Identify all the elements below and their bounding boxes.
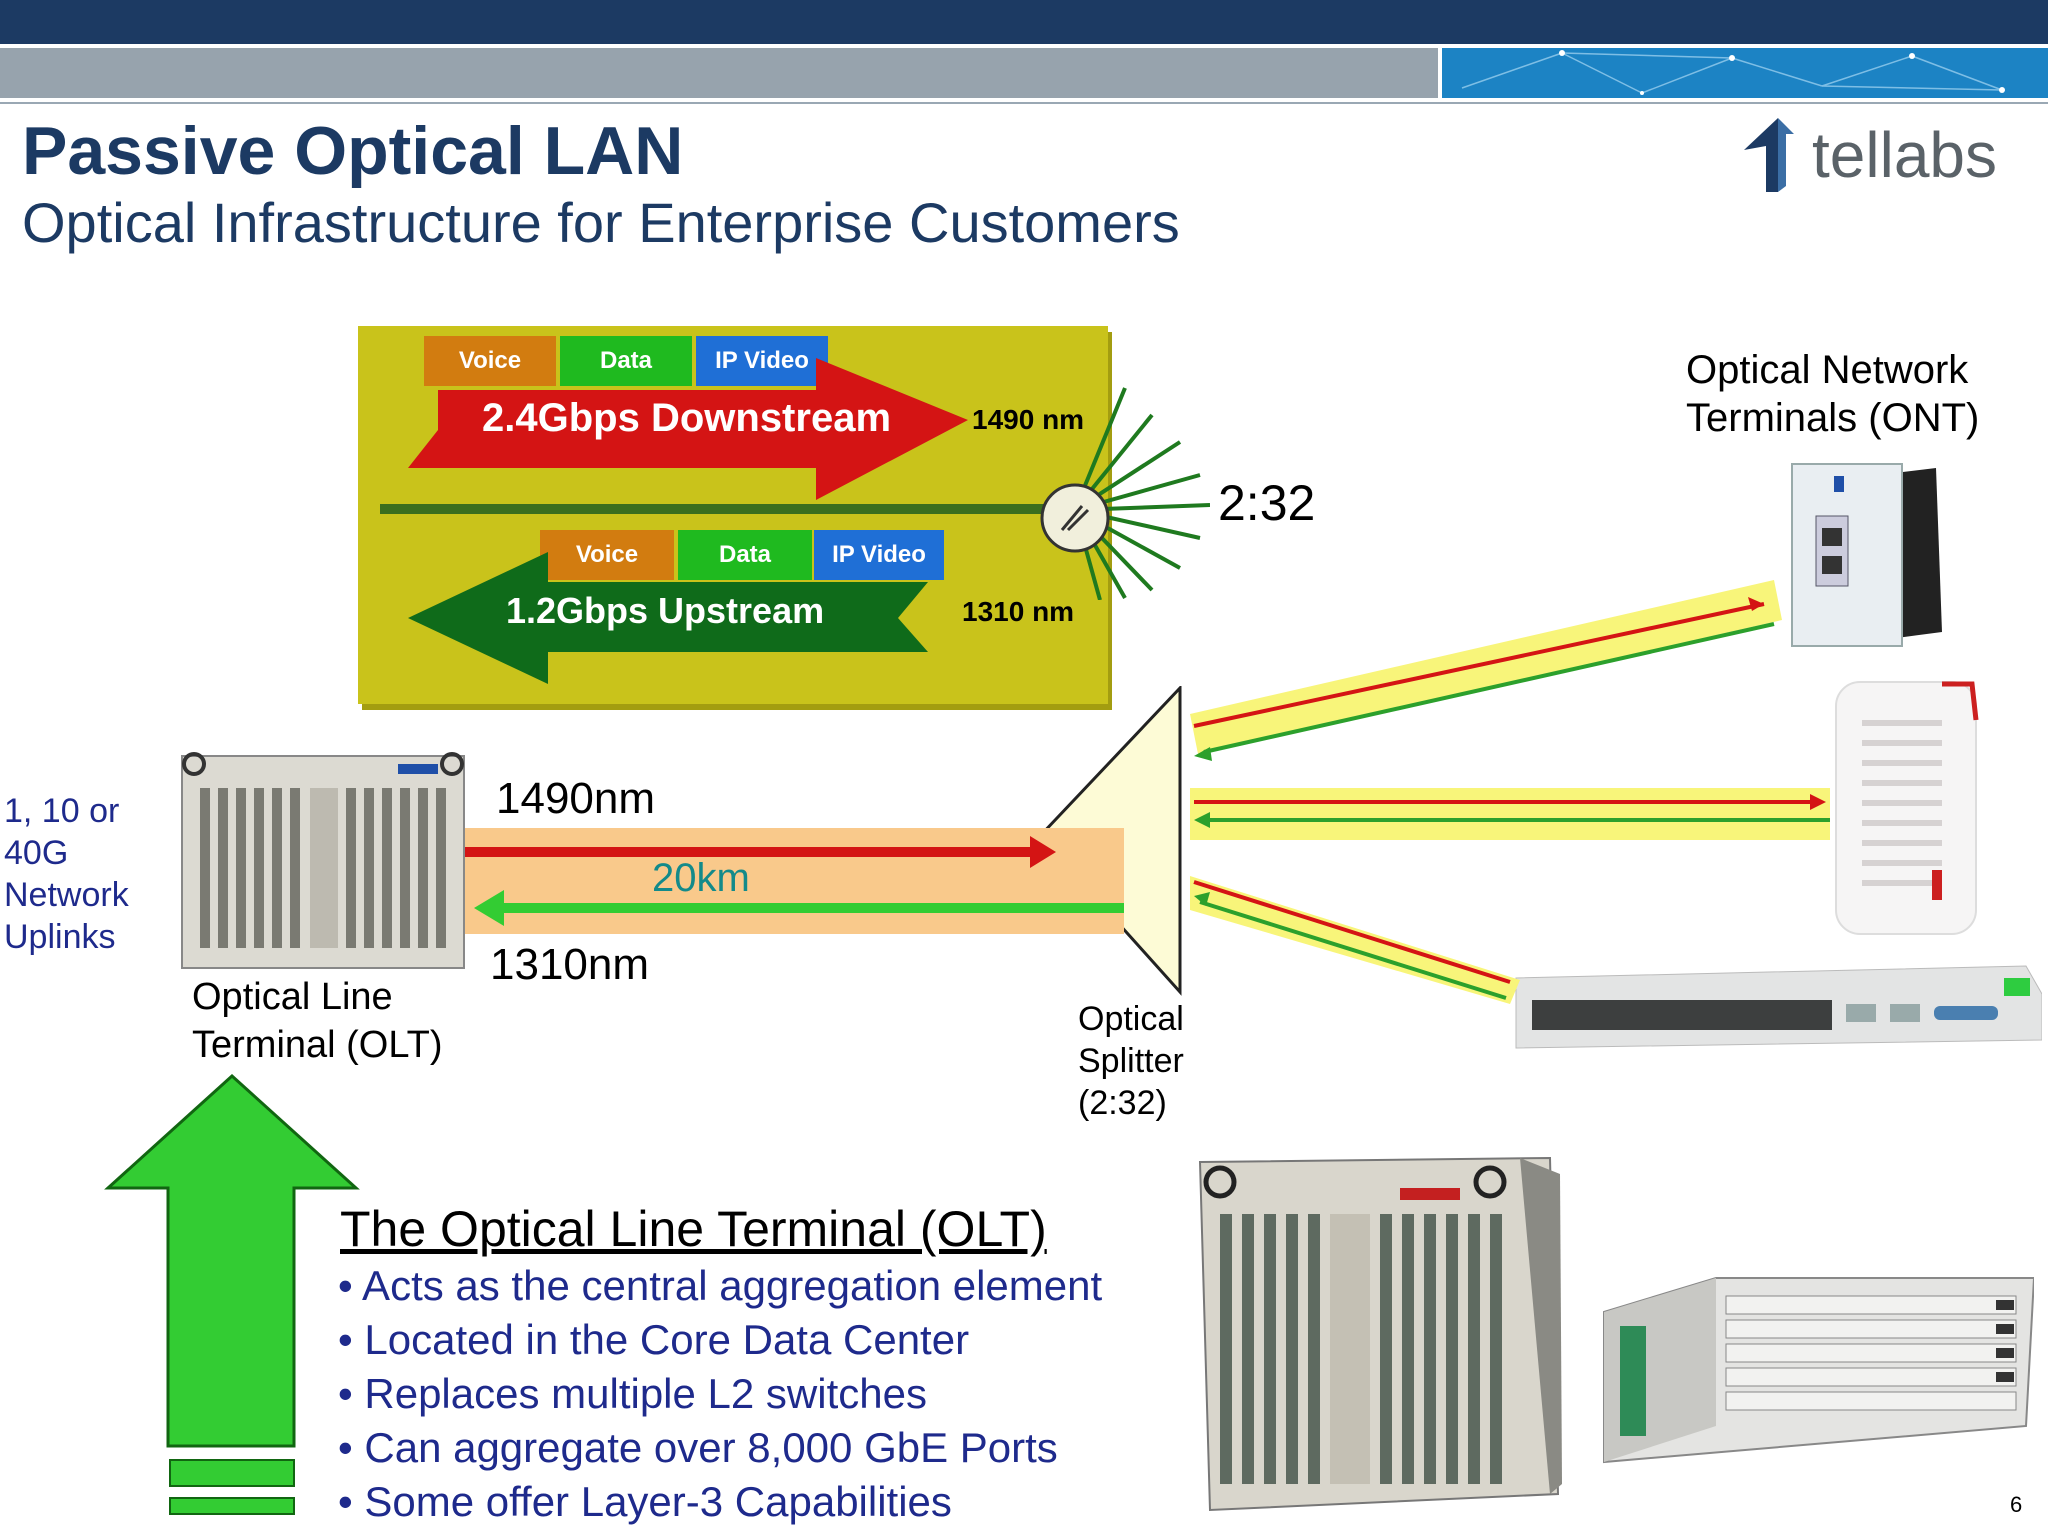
page-subtitle: Optical Infrastructure for Enterprise Cu… [22, 191, 1180, 254]
olt-bullet-3: • Replaces multiple L2 switches [338, 1370, 927, 1417]
splitter-label-line1: Optical [1078, 1000, 1184, 1038]
olt-bullet-4: • Can aggregate over 8,000 GbE Ports [338, 1424, 1058, 1471]
upstream-tab-voice: Voice [540, 530, 674, 580]
fiber-down-wavelength: 1490nm [496, 774, 656, 823]
page-number: 6 [2010, 1492, 2023, 1517]
splitter-label-line2: Splitter [1078, 1042, 1184, 1080]
ont-desktop-image [1832, 680, 1982, 938]
ont-wall-plate-image [1786, 462, 1946, 648]
gray-banner [0, 48, 1438, 98]
olt-bullet-2: • Located in the Core Data Center [338, 1316, 970, 1363]
olt-label-line2: Terminal (OLT) [192, 1024, 443, 1066]
top-banner [0, 0, 2048, 44]
downstream-tab-data: Data [560, 336, 692, 386]
network-banner-image [1442, 48, 2048, 98]
upstream-arrow [408, 552, 928, 684]
splitter-fan-icon [1030, 380, 1211, 601]
fiber-distance: 20km [652, 856, 750, 900]
downstream-tab-ip-video: IP Video [696, 336, 828, 386]
panel-fiber-line [380, 504, 1080, 514]
feeder-fiber [464, 828, 1124, 934]
upstream-tab-data: Data [678, 530, 812, 580]
downstream-arrow [408, 358, 968, 500]
uplinks-line4: Uplinks [4, 918, 116, 956]
page-title: Passive Optical LAN [22, 113, 684, 189]
splitter-label-line3: (2:32) [1078, 1084, 1167, 1122]
downstream-tab-voice: Voice [424, 336, 556, 386]
upstream-tab-ip-video: IP Video [814, 530, 944, 580]
tellabs-logo: tellabs [1812, 119, 1997, 191]
ont-switch-image [1506, 964, 2043, 1050]
big-up-arrow [104, 1073, 360, 1524]
olt-large-chassis-image [1190, 1154, 1562, 1514]
olt-chassis-image [178, 748, 468, 974]
olt-section-heading: The Optical Line Terminal (OLT) [340, 1201, 1047, 1257]
ont-label-line1: Optical Network [1686, 348, 1969, 392]
uplinks-line1: 1, 10 or [4, 792, 120, 830]
downstream-label: 2.4Gbps Downstream [482, 396, 892, 440]
split-ratio-label: 2:32 [1218, 475, 1316, 531]
downstream-wavelength: 1490 nm [972, 404, 1085, 435]
ont-fiber-lines [1190, 580, 1830, 1020]
uplinks-line2: 40G [4, 834, 69, 872]
olt-shelf-image [1596, 1276, 2036, 1466]
olt-bullet-5: • Some offer Layer-3 Capabilities [338, 1478, 952, 1525]
upstream-label: 1.2Gbps Upstream [506, 590, 825, 631]
tellabs-logo-icon [1738, 112, 1808, 196]
olt-label-line1: Optical Line [192, 976, 393, 1018]
header-rule [0, 102, 2048, 104]
olt-bullet-1: • Acts as the central aggregation elemen… [338, 1262, 1103, 1309]
upstream-wavelength: 1310 nm [962, 596, 1075, 627]
ont-label-line2: Terminals (ONT) [1686, 396, 1980, 440]
fiber-up-wavelength: 1310nm [490, 940, 650, 989]
uplinks-line3: Network [4, 876, 129, 914]
